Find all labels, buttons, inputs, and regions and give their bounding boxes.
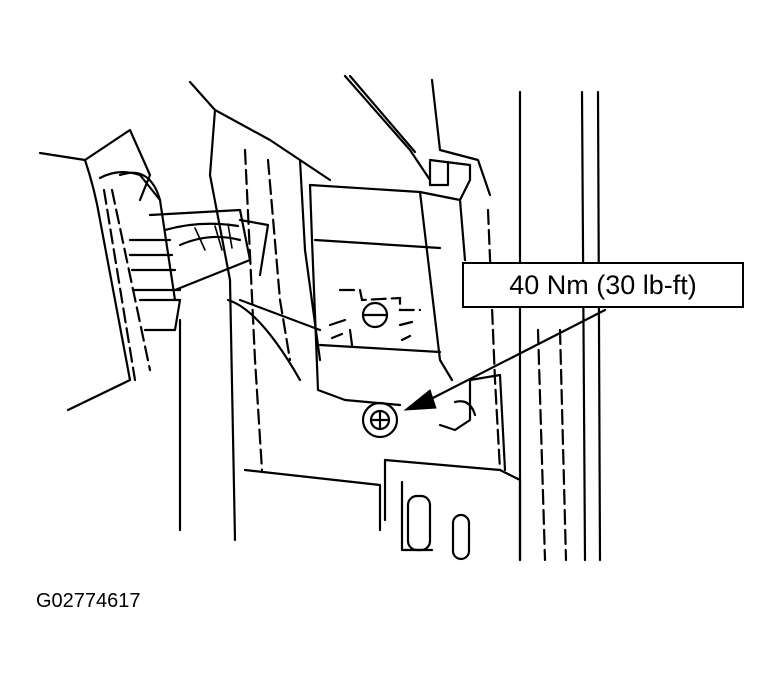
door-edge bbox=[38, 128, 182, 412]
body-pillar bbox=[178, 80, 382, 542]
bolt-icon bbox=[361, 401, 399, 439]
hinge-plate bbox=[308, 158, 477, 432]
upper-bolt-icon bbox=[361, 301, 389, 329]
torque-callout: 40 Nm (30 lb-ft) bbox=[462, 262, 744, 308]
figure-id: G02774617 bbox=[36, 590, 141, 612]
door-frame bbox=[343, 74, 602, 562]
arrow-icon bbox=[403, 308, 607, 411]
torque-label: 40 Nm (30 lb-ft) bbox=[509, 269, 697, 300]
